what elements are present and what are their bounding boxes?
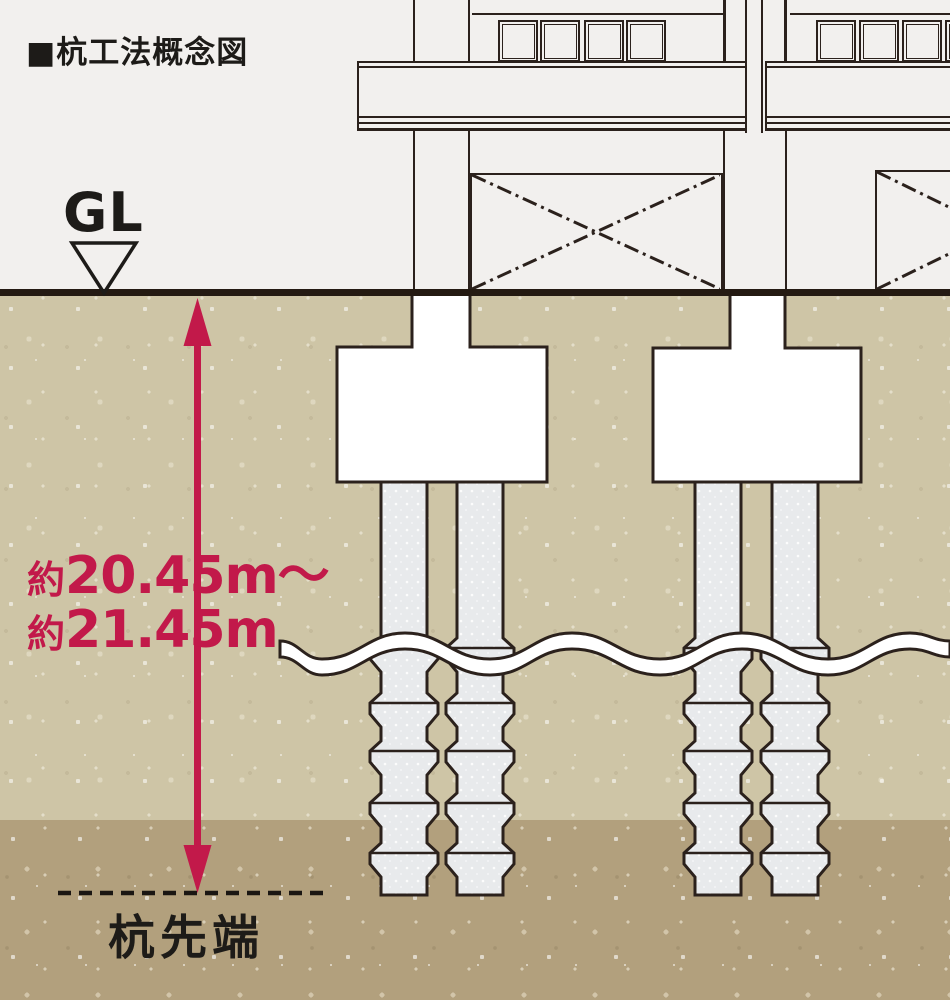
expansion-joint	[745, 0, 763, 133]
nodular-pile	[759, 480, 831, 897]
railing-panel	[902, 20, 942, 62]
nodular-pile	[368, 480, 440, 897]
page-title: ■杭工法概念図	[26, 35, 249, 71]
railing-panel	[816, 20, 856, 62]
depth-prefix: 約	[27, 558, 66, 602]
nodular-pile	[444, 480, 516, 897]
ground-level-line	[0, 289, 950, 296]
railing-panel	[498, 20, 538, 62]
depth-prefix: 約	[27, 612, 66, 656]
balcony-railing-right	[790, 13, 950, 62]
railing-panel	[945, 20, 950, 62]
pile-tip-label: 杭先端	[108, 911, 264, 966]
cross-brace-box-left	[470, 173, 723, 292]
building-column-line	[723, 0, 726, 62]
break-line-wave	[278, 631, 950, 677]
gl-marker-icon	[68, 241, 140, 297]
ground-floor-pier-center	[723, 131, 787, 292]
railing-panel	[626, 20, 666, 62]
cross-brace-icon	[472, 175, 720, 289]
depth-arrow-icon	[183, 298, 212, 893]
balcony-railing-left	[472, 13, 723, 62]
pile-cap-footing-left	[335, 292, 549, 484]
depth-value: 20.45m〜	[65, 546, 330, 606]
cross-brace-box-right	[875, 170, 950, 292]
depth-label-line1: 約20.45m〜	[27, 533, 330, 608]
cross-brace-icon	[877, 172, 950, 289]
pile-cap-footing-right	[651, 292, 863, 484]
building-stair-tower	[413, 0, 470, 62]
underground-diagram	[58, 292, 950, 897]
railing-panel	[859, 20, 899, 62]
railing-panel	[584, 20, 624, 62]
nodular-pile	[682, 480, 754, 897]
building-slab-left	[357, 61, 748, 131]
ground-floor-column-left	[413, 131, 470, 292]
railing-panel	[540, 20, 580, 62]
depth-label-line2: 約21.45m	[27, 600, 279, 660]
building-column-line	[784, 0, 787, 63]
building-slab-right	[765, 61, 950, 131]
ground-level-label: GL	[63, 181, 144, 244]
depth-value: 21.45m	[65, 600, 279, 660]
